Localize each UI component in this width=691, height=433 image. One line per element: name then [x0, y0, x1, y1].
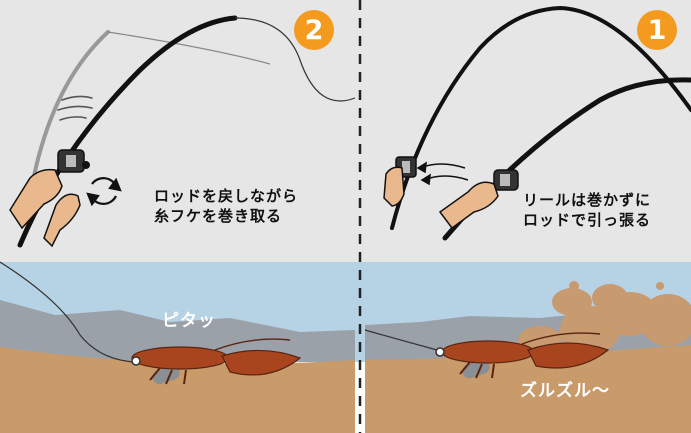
- sand-right: [365, 345, 691, 433]
- right-instruction-line1: リールは巻かずに: [523, 191, 652, 209]
- left-instruction: ロッドを戻しながら 糸フケを巻き取る: [154, 186, 298, 226]
- lure-shrimp-icon-right: [435, 332, 610, 379]
- rock-left: [0, 300, 355, 362]
- hand-right-upright: [383, 166, 405, 207]
- right-instruction-line2: ロッドで引っ張る: [523, 211, 652, 229]
- hands-left: [9, 168, 81, 248]
- right-instruction: リールは巻かずに ロッドで引っ張る: [523, 190, 651, 230]
- left-lure-caption: ピタッ: [162, 311, 216, 331]
- hand-right-lowered: [438, 181, 499, 230]
- line-ghost: [107, 31, 271, 65]
- line-left-upper: [234, 17, 356, 102]
- rotate-arrows-icon: [86, 177, 122, 207]
- left-instruction-line2: 糸フケを巻き取る: [154, 207, 283, 225]
- pull-arrows-icon: [416, 161, 469, 186]
- line-right-water: [364, 329, 438, 351]
- right-lure-caption: ズルズル～: [520, 381, 610, 401]
- reel-left: [57, 149, 90, 173]
- step-badge-2: 2: [294, 10, 334, 50]
- left-instruction-line1: ロッドを戻しながら: [154, 187, 299, 205]
- lure-shrimp-icon-left: [131, 338, 302, 385]
- reel-right-lowered: [493, 169, 519, 191]
- rod-right-upright: [390, 5, 691, 230]
- motion-lines-icon: [57, 95, 93, 121]
- sky-background: [0, 0, 691, 262]
- step-badge-1: 1: [637, 10, 677, 50]
- line-left-water: [0, 261, 136, 363]
